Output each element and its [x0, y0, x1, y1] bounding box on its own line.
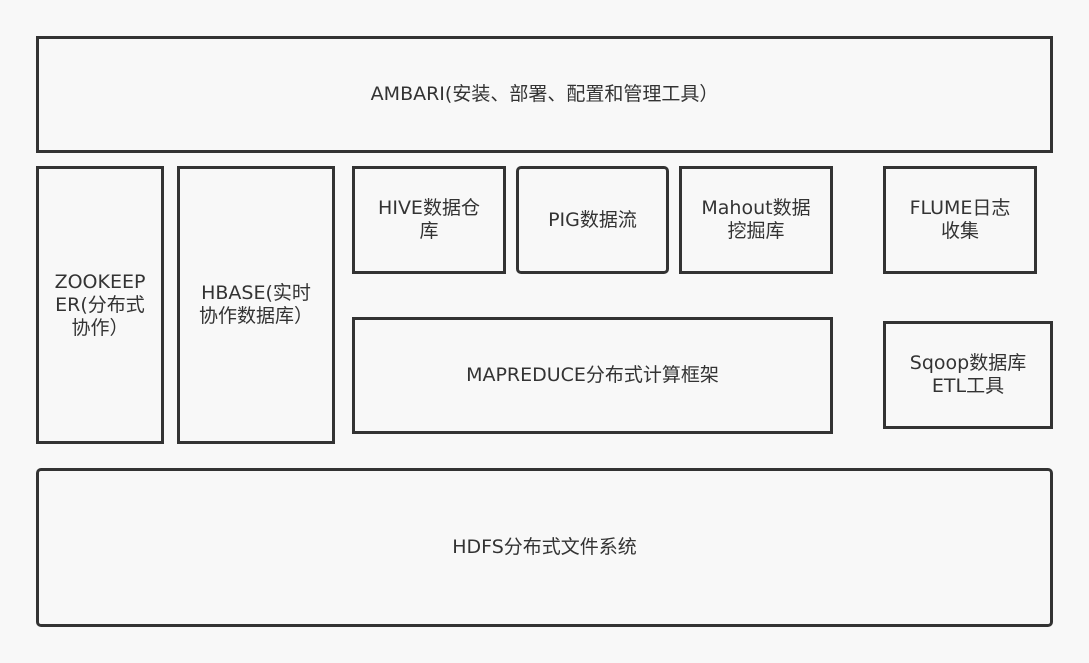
pig-label: PIG数据流: [548, 208, 637, 231]
ambari-box: AMBARI(安装、部署、配置和管理工具）: [36, 36, 1053, 153]
hbase-label: HBASE(实时 协作数据库）: [198, 282, 313, 327]
sqoop-box: Sqoop数据库 ETL工具: [883, 321, 1053, 429]
hdfs-label: HDFS分布式文件系统: [452, 536, 637, 558]
zookeeper-box: ZOOKEEP ER(分布式 协作）: [36, 166, 164, 444]
flume-box: FLUME日志 收集: [883, 166, 1037, 274]
sqoop-label: Sqoop数据库 ETL工具: [909, 352, 1027, 397]
zookeeper-label: ZOOKEEP ER(分布式 协作）: [54, 270, 146, 339]
hdfs-box: HDFS分布式文件系统: [36, 468, 1053, 627]
mahout-box: Mahout数据 挖掘库: [679, 166, 833, 274]
hbase-box: HBASE(实时 协作数据库）: [177, 166, 335, 444]
mapreduce-label: MAPREDUCE分布式计算框架: [466, 364, 719, 386]
hive-box: HIVE数据仓 库: [352, 166, 506, 274]
ambari-label: AMBARI(安装、部署、配置和管理工具）: [370, 83, 719, 105]
hive-label: HIVE数据仓 库: [378, 197, 480, 242]
pig-box: PIG数据流: [516, 166, 669, 274]
mapreduce-box: MAPREDUCE分布式计算框架: [352, 317, 833, 434]
flume-label: FLUME日志 收集: [909, 197, 1011, 242]
mahout-label: Mahout数据 挖掘库: [701, 197, 811, 242]
